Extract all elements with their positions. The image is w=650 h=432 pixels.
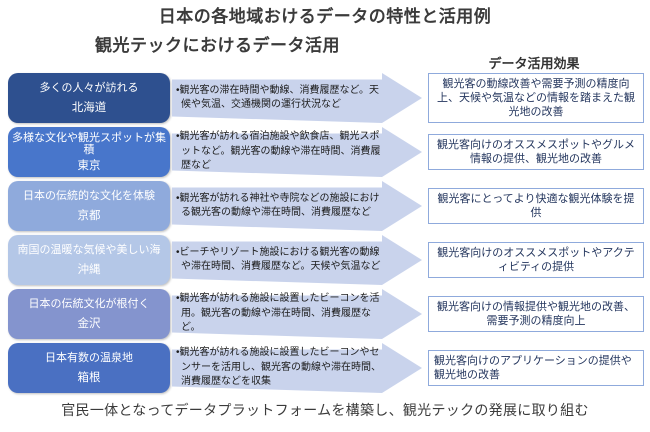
right-arrow-icon [172,73,422,123]
row-kanazawa: 日本の伝統文化が根付く 金沢 •観光客が訪れる施設に設置したビーコンを活用。観光… [8,289,650,339]
right-arrow-icon [172,343,422,393]
region-name: 北海道 [71,102,107,115]
region-label: 多くの人々が訪れる [39,81,139,94]
region-box-tokyo: 多様な文化や観光スポットが集積 東京 [8,127,170,177]
right-arrow-icon [172,235,422,285]
data-arrow: •観光客の滞在時間や動線、消費履歴など。天候や気温、交通機関の運行状況など [172,73,422,123]
region-box-hakone: 日本有数の温泉地 箱根 [8,343,170,393]
region-box-hokkaido: 多くの人々が訪れる 北海道 [8,73,170,123]
effect-column-header: データ活用効果 [488,56,580,71]
region-label: 日本の伝統的な文化を体験 [23,189,155,202]
right-arrow-icon [172,289,422,339]
row-kyoto: 日本の伝統的な文化を体験 京都 •観光客が訪れる神社や寺院などの施設における観光… [8,181,650,231]
region-label: 日本有数の温泉地 [45,351,133,364]
data-description: •観光客の滞在時間や動線、消費履歴など。天候や気温、交通機関の運行状況など [176,84,380,111]
data-arrow: •観光客が訪れる施設に設置したビーコンを活用。観光客の動線や滞在時間、消費履歴な… [172,289,422,339]
section-subtitle: 観光テックにおけるデータ活用 [95,36,340,55]
slide: 日本の各地域おけるデータの特性と活用例 観光テックにおけるデータ活用 データ活用… [0,6,650,432]
right-arrow-icon [172,181,422,231]
region-label: 日本の伝統文化が根付く [28,297,150,310]
right-arrow-icon [172,127,422,177]
region-name: 金沢 [77,318,101,331]
effect-box: 観光客にとってより快適な観光体験を提供 [428,188,644,224]
region-rows: 多くの人々が訪れる 北海道 •観光客の滞在時間や動線、消費履歴など。天候や気温、… [8,73,650,393]
row-hokkaido: 多くの人々が訪れる 北海道 •観光客の滞在時間や動線、消費履歴など。天候や気温、… [8,73,650,123]
region-name: 京都 [77,210,101,223]
region-box-kyoto: 日本の伝統的な文化を体験 京都 [8,181,170,231]
page-title: 日本の各地域おけるデータの特性と活用例 [158,7,492,26]
region-name: 沖縄 [77,264,101,277]
data-arrow: •観光客が訪れる神社や寺院などの施設における観光客の動線や滞在時間、消費履歴など [172,181,422,231]
data-description: •観光客が訪れる施設に設置したビーコンを活用。観光客の動線や滞在時間、消費履歴な… [176,293,380,334]
data-arrow: •観光客が訪れる施設に設置したビーコンやセンサーを活用し、観光客の動線や滞在時間… [172,343,422,393]
data-description: •観光客が訪れる神社や寺院などの施設における観光客の動線や滞在時間、消費履歴など [176,192,380,219]
effect-box: 観光客向けの情報提供や観光地の改善、需要予測の精度向上 [428,296,644,332]
data-description: •ビーチやリゾート施設における観光客の動線や滞在時間、消費履歴など。天候や気温な… [176,246,381,273]
data-description: •観光客が訪れる宿泊施設や飲食店、観光スポットなど。観光客の動線や滞在時間、消費… [176,131,381,172]
region-label: 多様な文化や観光スポットが集積 [12,131,166,156]
effect-box: 観光客の動線改善や需要予測の精度向上、天候や気温などの情報を踏まえた観光地の改善 [428,73,644,123]
region-label: 南国の温暖な気候や美しい海 [17,243,161,256]
row-tokyo: 多様な文化や観光スポットが集積 東京 •観光客が訪れる宿泊施設や飲食店、観光スポ… [8,127,650,177]
footer-statement: 官民一体となってデータプラットフォームを構築し、観光テックの発展に取り組む [61,402,589,418]
region-box-kanazawa: 日本の伝統文化が根付く 金沢 [8,289,170,339]
row-okinawa: 南国の温暖な気候や美しい海 沖縄 •ビーチやリゾート施設における観光客の動線や滞… [8,235,650,285]
region-box-okinawa: 南国の温暖な気候や美しい海 沖縄 [8,235,170,285]
data-arrow: •観光客が訪れる宿泊施設や飲食店、観光スポットなど。観光客の動線や滞在時間、消費… [172,127,422,177]
data-arrow: •ビーチやリゾート施設における観光客の動線や滞在時間、消費履歴など。天候や気温な… [172,235,422,285]
effect-box: 観光客向けのオススメスポットやグルメ情報の提供、観光地の改善 [428,134,644,170]
effect-box: 観光客向けのアプリケーションの提供や観光地の改善 [428,350,644,386]
region-name: 箱根 [77,372,101,385]
row-hakone: 日本有数の温泉地 箱根 •観光客が訪れる施設に設置したビーコンやセンサーを活用し… [8,343,650,393]
effect-box: 観光客向けのオススメスポットやアクティビティの提供 [428,242,644,278]
region-name: 東京 [77,160,101,173]
data-description: •観光客が訪れる施設に設置したビーコンやセンサーを活用し、観光客の動線や滞在時間… [176,347,381,388]
